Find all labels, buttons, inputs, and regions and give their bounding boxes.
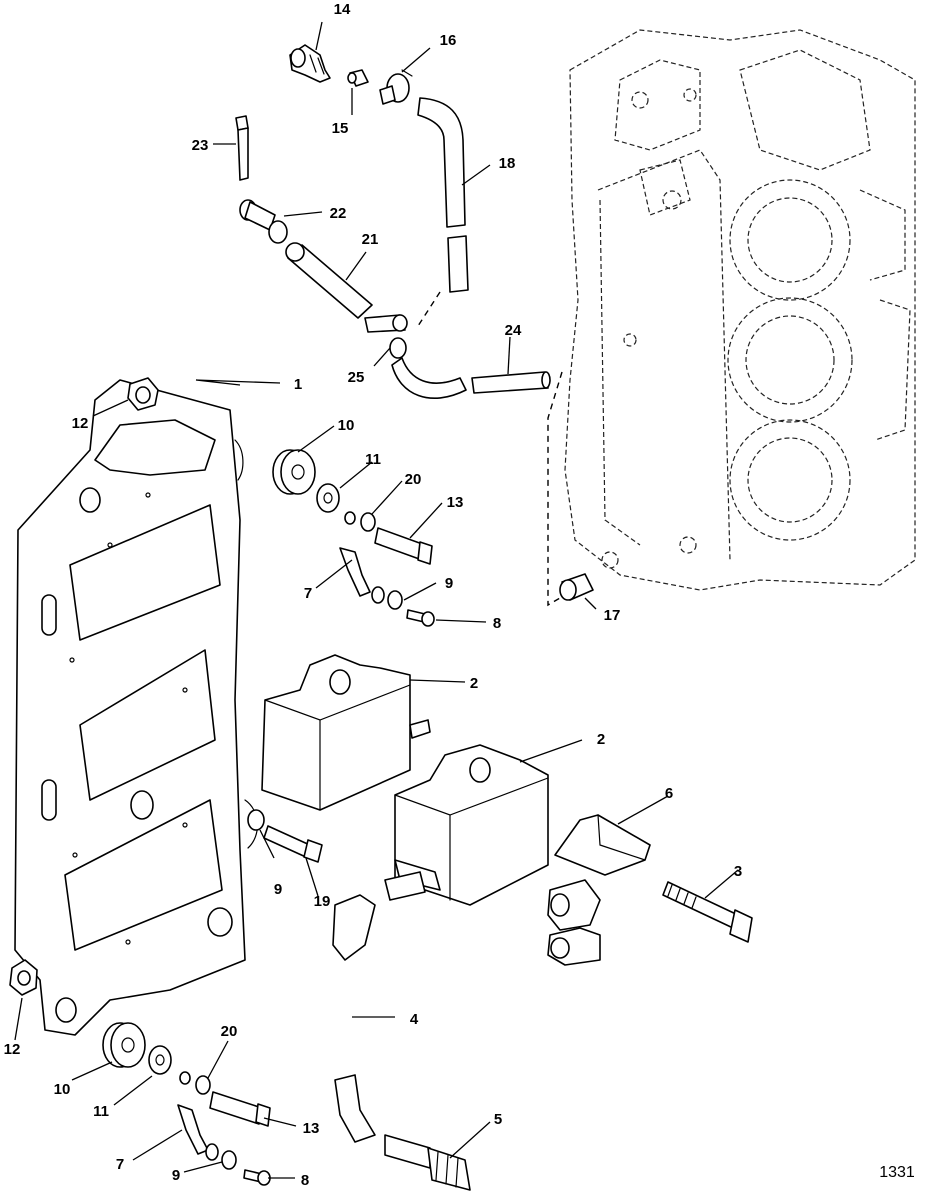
callout-14: 14 xyxy=(334,1,351,18)
callout-17: 17 xyxy=(604,607,621,624)
callout-8-upper: 8 xyxy=(493,615,501,632)
sensor-5 xyxy=(334,1074,471,1191)
callout-11-lower: 11 xyxy=(93,1103,109,1120)
callout-16: 16 xyxy=(440,32,457,49)
callout-8-lower: 8 xyxy=(301,1172,309,1189)
dashed-connector-hose xyxy=(417,291,441,327)
nut-12-lower xyxy=(9,959,38,996)
clamp-16 xyxy=(379,69,413,105)
callout-7-upper: 7 xyxy=(304,585,312,602)
callout-11-upper: 11 xyxy=(365,451,381,468)
fitting-15 xyxy=(347,69,369,87)
callout-15: 15 xyxy=(332,120,349,137)
dashed-connector-fitting-17 xyxy=(547,371,563,607)
adapter-plate xyxy=(14,379,258,1036)
fitting-14 xyxy=(289,44,331,83)
callout-6: 6 xyxy=(665,785,673,802)
hose-18 xyxy=(417,97,469,293)
callout-22: 22 xyxy=(330,205,347,222)
tube-23 xyxy=(235,115,249,181)
callout-20-lower: 20 xyxy=(221,1023,238,1040)
callout-9-mid: 9 xyxy=(274,881,282,898)
callout-2-upper: 2 xyxy=(470,675,478,692)
callout-1: 1 xyxy=(294,376,302,393)
callout-4: 4 xyxy=(410,1011,419,1028)
callout-2-lower: 2 xyxy=(597,731,605,748)
callout-24: 24 xyxy=(505,322,522,339)
callout-19: 19 xyxy=(314,893,331,910)
upper-mount-hardware xyxy=(272,449,435,627)
callout-21: 21 xyxy=(362,231,379,248)
callout-9-lower: 9 xyxy=(172,1167,180,1184)
ignition-coil-upper xyxy=(261,654,431,811)
callout-10-lower: 10 xyxy=(54,1081,71,1098)
engine-block xyxy=(564,29,916,591)
ignition-coil-lower xyxy=(332,744,549,961)
nut-12-upper xyxy=(127,377,159,411)
callout-12-lower: 12 xyxy=(4,1041,21,1058)
callout-5: 5 xyxy=(494,1111,502,1128)
fitting-22 xyxy=(239,199,288,244)
callout-12-upper: 12 xyxy=(72,415,89,432)
callout-25: 25 xyxy=(348,369,365,386)
callout-9-upper: 9 xyxy=(445,575,453,592)
leader-lines xyxy=(14,21,739,1179)
callout-23: 23 xyxy=(192,137,209,154)
bolt-19 xyxy=(247,809,323,863)
hose-21 xyxy=(285,242,373,319)
bracket-6 xyxy=(547,814,651,966)
callout-3: 3 xyxy=(734,863,742,880)
callout-18: 18 xyxy=(499,155,516,172)
tee-25 xyxy=(364,314,408,359)
callout-10-upper: 10 xyxy=(338,417,355,434)
fitting-17 xyxy=(559,573,594,601)
lower-mount-hardware xyxy=(102,1022,271,1186)
callout-20-upper: 20 xyxy=(405,471,422,488)
figure-number: 1331 xyxy=(879,1164,915,1181)
hose-24 xyxy=(391,357,551,399)
callout-13-lower: 13 xyxy=(303,1120,320,1137)
callout-7-lower: 7 xyxy=(116,1156,124,1173)
bolt-3 xyxy=(662,881,753,943)
callout-labels: 14 16 15 23 18 22 21 24 25 1 12 10 11 20… xyxy=(4,1,915,1189)
callout-13-upper: 13 xyxy=(447,494,464,511)
